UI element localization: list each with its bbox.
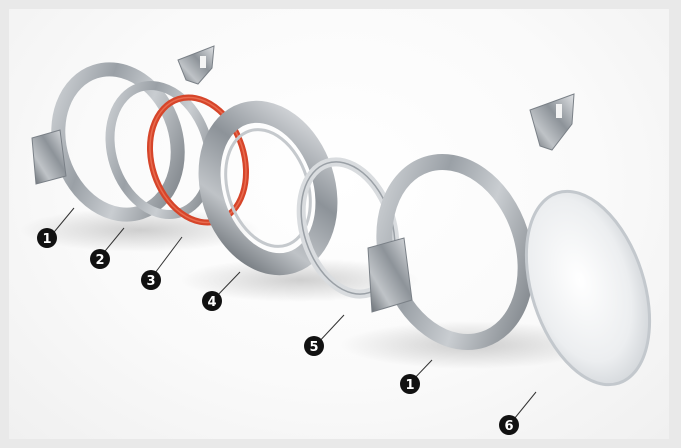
callout-4: 4 bbox=[202, 291, 222, 311]
callout-label: 2 bbox=[95, 253, 104, 268]
callout-label: 6 bbox=[504, 419, 513, 434]
callout-label: 4 bbox=[207, 295, 216, 310]
callout-5: 5 bbox=[304, 336, 324, 356]
callout-1b: 1 bbox=[400, 374, 420, 394]
callout-2: 2 bbox=[90, 249, 110, 269]
callout-6: 6 bbox=[499, 415, 519, 435]
callout-3: 3 bbox=[141, 270, 161, 290]
clamp-left bbox=[32, 46, 214, 230]
callout-label: 3 bbox=[146, 274, 155, 289]
callout-label: 1 bbox=[42, 232, 51, 247]
callout-1a: 1 bbox=[37, 228, 57, 248]
callout-label: 1 bbox=[405, 378, 414, 393]
glass-window-6 bbox=[504, 176, 672, 401]
callout-label: 5 bbox=[309, 340, 318, 355]
ferrule-4 bbox=[191, 97, 346, 280]
